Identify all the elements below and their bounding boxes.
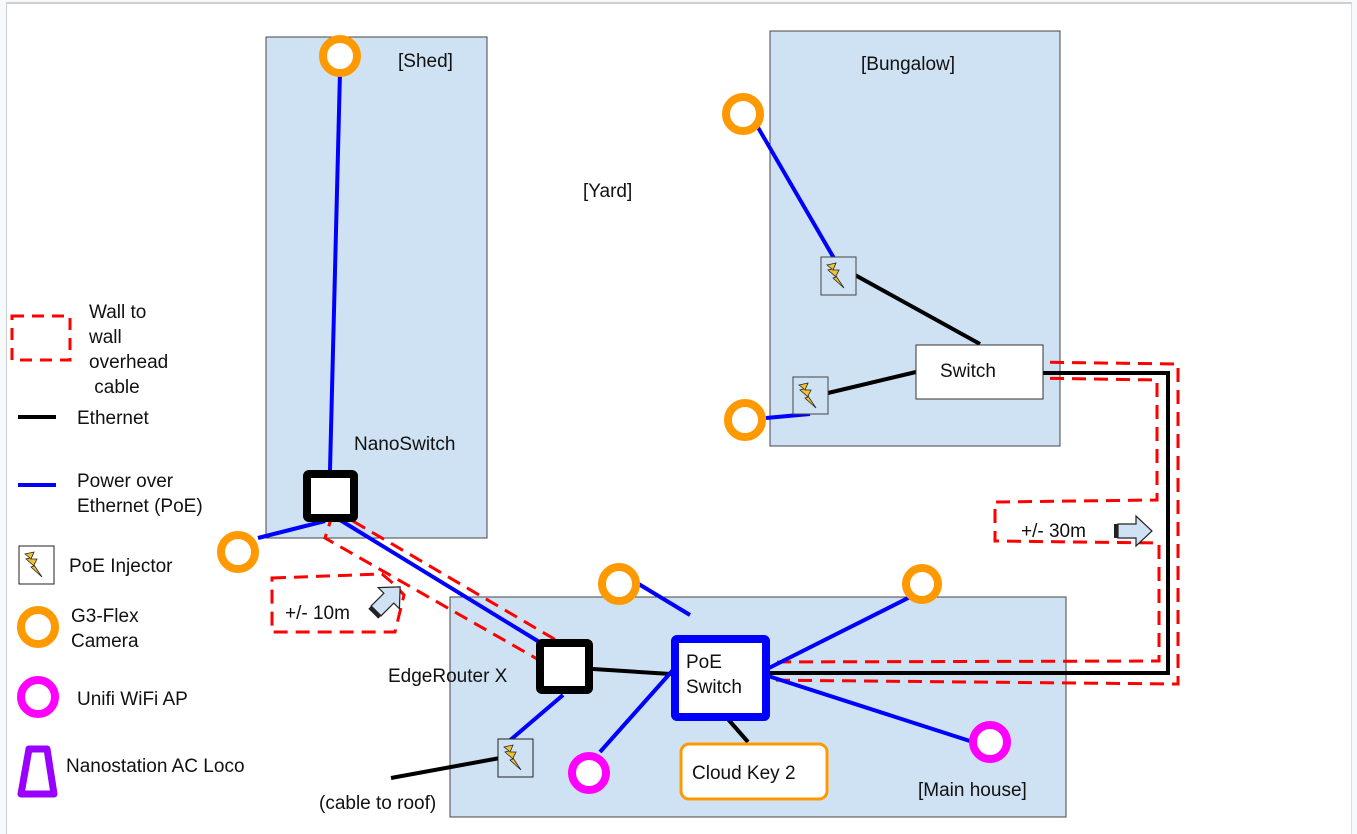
camera-icon[interactable] bbox=[217, 531, 259, 573]
poe-injector-icon[interactable] bbox=[820, 256, 857, 296]
legend-overhead-label-4: cable bbox=[89, 377, 140, 398]
wifi-ap-icon[interactable] bbox=[969, 721, 1011, 763]
poe-switch-label-2: Switch bbox=[686, 677, 742, 698]
legend-camera-label-1: G3-Flex bbox=[71, 606, 139, 627]
camera-icon[interactable] bbox=[902, 564, 942, 604]
legend-camera-icon bbox=[17, 606, 59, 648]
legend-wifi-ap-label: Unifi WiFi AP bbox=[77, 689, 188, 710]
legend-overhead-cable-icon bbox=[10, 314, 72, 362]
nanoswitch-device[interactable] bbox=[303, 470, 358, 522]
yard-label: [Yard] bbox=[583, 181, 632, 202]
cable-to-roof-label: (cable to roof) bbox=[319, 793, 436, 814]
camera-icon[interactable] bbox=[724, 399, 766, 441]
arrow-up-right-icon bbox=[368, 586, 401, 619]
ethernet-lines bbox=[390, 273, 1170, 780]
legend-wifi-ap-icon bbox=[17, 676, 59, 718]
legend-overhead-label-1: Wall to bbox=[89, 302, 146, 323]
legend-poe-injector-label: PoE Injector bbox=[69, 556, 173, 577]
legend-overhead-label-2: wall bbox=[88, 327, 122, 348]
edgerouter-device[interactable] bbox=[536, 639, 593, 694]
nanoswitch-label: NanoSwitch bbox=[354, 434, 455, 455]
camera-icon[interactable] bbox=[319, 35, 361, 77]
arrow-right-icon bbox=[1114, 514, 1153, 548]
legend-overhead-label-3: overhead bbox=[89, 352, 168, 373]
bungalow-switch-label: Switch bbox=[940, 361, 996, 382]
bungalow-switch-device[interactable] bbox=[915, 344, 1044, 400]
distance-bungalow-label: +/- 30m bbox=[1021, 521, 1086, 542]
main-house-label: [Main house] bbox=[918, 780, 1027, 801]
legend-nanostation-icon bbox=[17, 745, 58, 798]
poe-switch-label-1: PoE bbox=[686, 652, 722, 673]
shed-label: [Shed] bbox=[398, 51, 453, 72]
legend-ethernet-label: Ethernet bbox=[77, 408, 150, 429]
poe-lines bbox=[257, 71, 974, 754]
poe-injector-icon[interactable] bbox=[497, 738, 534, 778]
bungalow-label: [Bungalow] bbox=[861, 54, 955, 75]
overhead-cable-bungalow bbox=[759, 360, 1180, 686]
legend-poe-label-2: Ethernet (PoE) bbox=[77, 496, 203, 517]
legend: Wall to wall overhead cable Ethernet Pow… bbox=[10, 302, 245, 798]
legend-nanostation-label: Nanostation AC Loco bbox=[66, 756, 245, 777]
poe-switch-device[interactable] bbox=[671, 635, 770, 721]
cloud-key-device[interactable] bbox=[679, 742, 829, 801]
cloud-key-label: Cloud Key 2 bbox=[692, 763, 796, 784]
poe-injector-icon[interactable] bbox=[792, 376, 829, 415]
camera-icon[interactable] bbox=[598, 563, 640, 605]
legend-poe-injector-icon bbox=[18, 545, 55, 585]
camera-icon[interactable] bbox=[722, 93, 764, 135]
overhead-cable-shed bbox=[270, 507, 558, 667]
shed-area bbox=[265, 36, 488, 539]
legend-poe-label-1: Power over bbox=[77, 471, 174, 492]
edgerouter-label: EdgeRouter X bbox=[388, 666, 508, 687]
wifi-ap-icon[interactable] bbox=[568, 752, 610, 794]
distance-shed-label: +/- 10m bbox=[285, 603, 350, 624]
legend-camera-label-2: Camera bbox=[71, 631, 139, 652]
